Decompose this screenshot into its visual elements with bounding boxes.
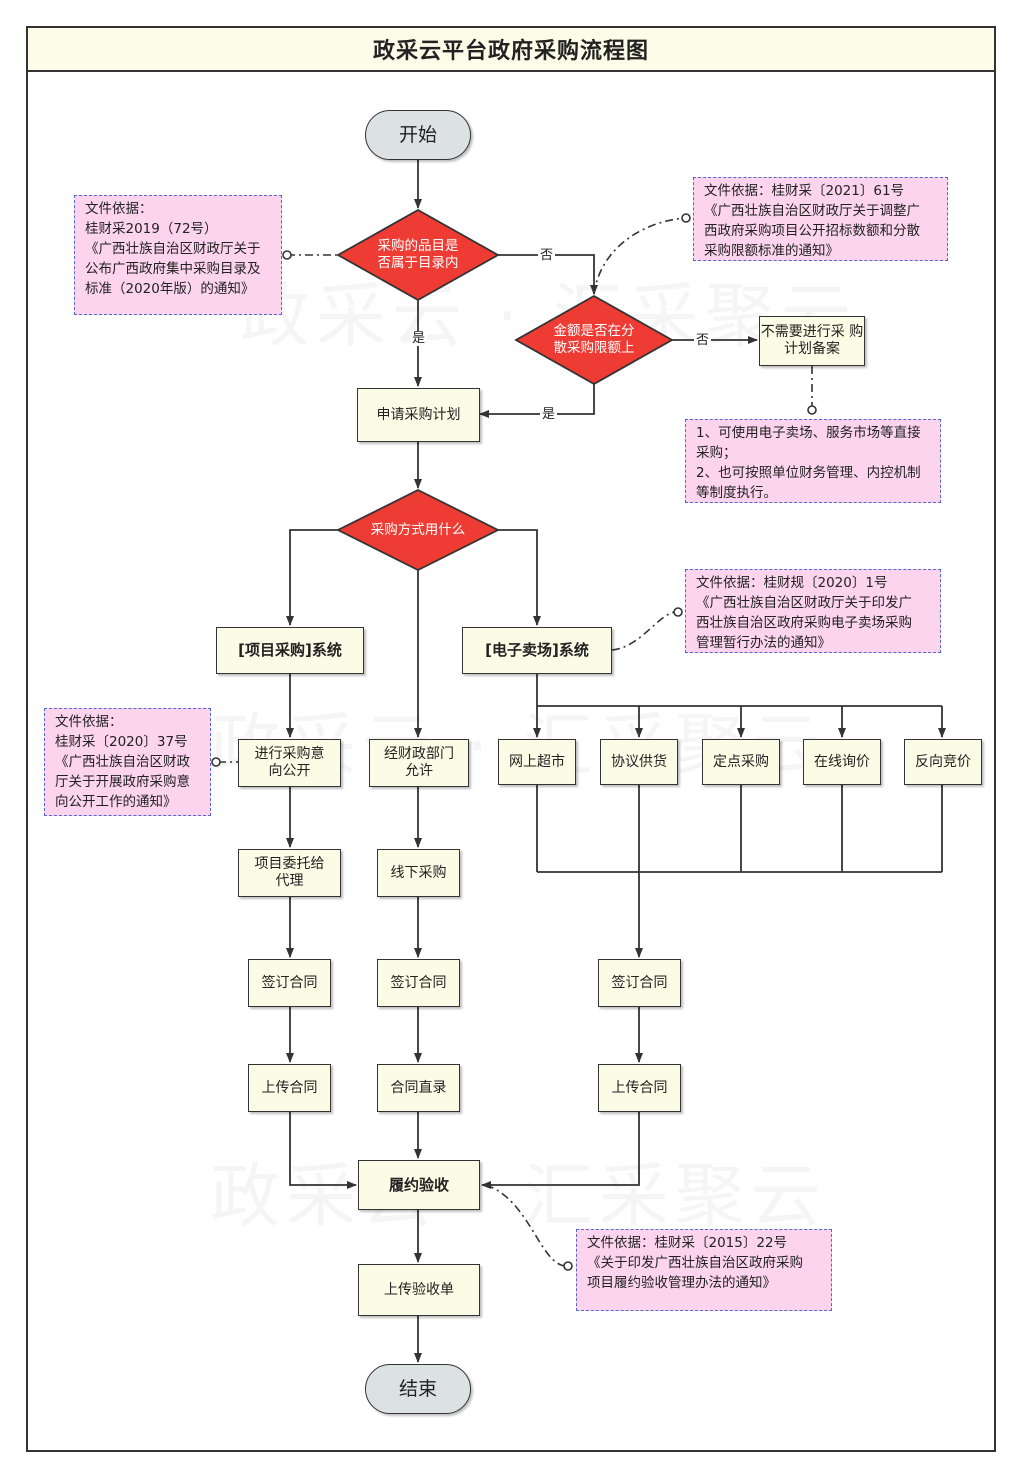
finance-approve-box: 经财政部门 允许	[369, 739, 469, 787]
decision-method-text: 采购方式用什么	[370, 521, 466, 538]
upload-contract-box: 上传合同	[598, 1064, 681, 1112]
branch-label-no: 否	[538, 248, 556, 263]
no-filing-box: 不需要进行采 购计划备案	[759, 316, 865, 366]
sign-contract-box: 签订合同	[598, 959, 681, 1007]
sign-contract-box: 签订合同	[248, 959, 331, 1007]
start-node: 开始	[365, 110, 471, 160]
project-system-box: [项目采购]系统	[216, 627, 364, 674]
mall-channel-box: 定点采购	[702, 739, 780, 785]
offline-purchase-box: 线下采购	[377, 849, 460, 897]
intent-public-box: 进行采购意 向公开	[238, 739, 341, 787]
contract-direct-entry-box: 合同直录	[377, 1064, 460, 1112]
branch-label-no: 否	[694, 333, 712, 348]
branch-label-yes: 是	[540, 407, 558, 422]
note-catalog-basis: 文件依据： 桂财采2019（72号） 《广西壮族自治区财政厅关于 公布广西政府集…	[74, 195, 282, 315]
decision-threshold-text: 金额是否在分 散采购限额上	[553, 323, 635, 356]
apply-plan-box: 申请采购计划	[357, 388, 480, 442]
note-acceptance-basis: 文件依据：桂财采〔2015〕22号 《关于印发广西壮族自治区政府采购 项目履约验…	[576, 1229, 832, 1311]
end-node: 结束	[365, 1364, 471, 1414]
upload-acceptance-box: 上传验收单	[358, 1264, 480, 1316]
note-direct-purchase: 1、可使用电子卖场、服务市场等直接 采购； 2、也可按照单位财务管理、内控机制 …	[685, 419, 941, 503]
diagram-title: 政采云平台政府采购流程图	[28, 28, 994, 72]
mall-channel-box: 在线询价	[803, 739, 881, 785]
mall-system-box: [电子卖场]系统	[462, 627, 612, 674]
upload-contract-box: 上传合同	[248, 1064, 331, 1112]
entrust-agent-box: 项目委托给 代理	[238, 849, 341, 897]
branch-label-yes: 是	[410, 331, 428, 346]
mall-channel-box: 网上超市	[498, 739, 576, 785]
decision-catalog-text: 采购的品目是 否属于目录内	[377, 238, 459, 271]
note-threshold-basis: 文件依据：桂财采〔2021〕61号 《广西壮族自治区财政厅关于调整广 西政府采购…	[693, 177, 948, 261]
sign-contract-box: 签订合同	[377, 959, 460, 1007]
mall-channel-box: 协议供货	[600, 739, 678, 785]
note-mall-basis: 文件依据：桂财规〔2020〕1号 《广西壮族自治区财政厅关于印发广 西壮族自治区…	[685, 569, 941, 653]
acceptance-box: 履约验收	[358, 1160, 480, 1210]
note-intent-basis: 文件依据： 桂财采〔2020〕37号 《广西壮族自治区财政 厅关于开展政府采购意…	[44, 708, 211, 816]
mall-channel-box: 反向竞价	[904, 739, 982, 785]
